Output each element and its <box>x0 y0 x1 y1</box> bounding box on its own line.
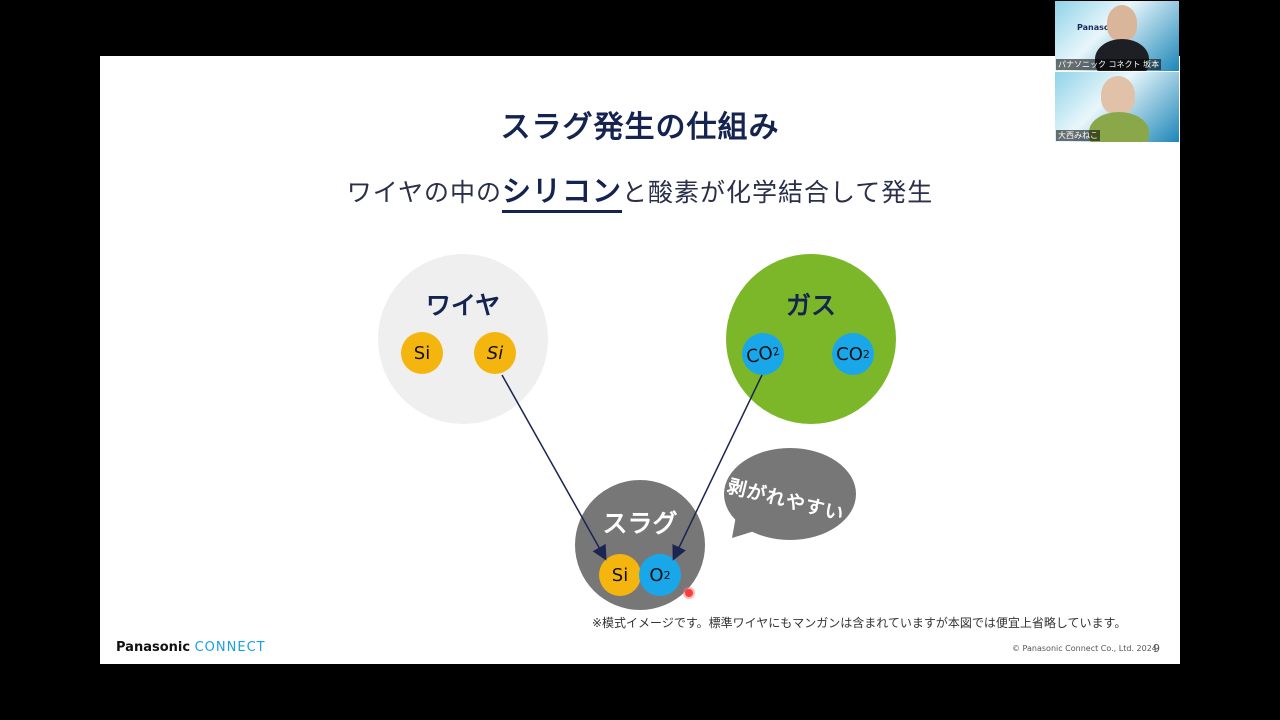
co2-label: CO <box>836 343 863 365</box>
oxygen-label: O <box>649 564 664 586</box>
wire-circle: ワイヤ Si Si <box>378 254 548 424</box>
laser-pointer <box>685 589 693 597</box>
silicon-atom-label: Si <box>413 342 431 364</box>
subtitle-pre: ワイヤの中の <box>346 178 502 207</box>
participant-name: パナソニック コネクト 坂本 <box>1056 59 1162 70</box>
participant-name: 大西みねこ <box>1056 130 1100 141</box>
slag-label: スラグ <box>602 509 678 538</box>
silicon-atom: Si <box>401 332 443 374</box>
presentation-slide: スラグ発生の仕組み ワイヤの中のシリコンと酸素が化学結合して発生 ワイヤ Si … <box>100 56 1180 664</box>
panasonic-connect-logo: Panasonic CONNECT <box>116 640 266 655</box>
participant-face <box>1101 76 1135 114</box>
logo-connect: CONNECT <box>194 640 266 655</box>
silicon-atom-moving: Si <box>474 332 516 374</box>
page-number: 9 <box>1153 642 1160 655</box>
oxygen-arrow <box>672 374 763 561</box>
logo-panasonic: Panasonic <box>116 640 191 655</box>
background-brand-icon: Panasonic <box>1077 23 1123 32</box>
reaction-arrows <box>501 374 763 561</box>
copyright: © Panasonic Connect Co., Ltd. 2024 <box>1012 644 1157 653</box>
silicon-atom-bonded: Si <box>599 554 641 596</box>
subtitle-emphasis: シリコン <box>501 174 622 213</box>
footnote: ※模式イメージです。標準ワイヤにもマンガンは含まれていますが本図では便宜上省略し… <box>592 616 1127 630</box>
participant-tile[interactable]: Panasonic パナソニック コネクト 坂本 <box>1055 1 1179 71</box>
wire-label: ワイヤ <box>425 291 501 320</box>
gas-label: ガス <box>785 291 836 320</box>
co2-subscript: 2 <box>862 347 870 361</box>
participant-tile[interactable]: 大西みねこ <box>1055 72 1179 142</box>
speech-bubble <box>724 448 856 540</box>
participant-face <box>1107 5 1137 41</box>
slide-title: スラグ発生の仕組み <box>500 110 780 145</box>
silicon-atom-label: Si <box>611 564 629 586</box>
slide-subtitle: ワイヤの中のシリコンと酸素が化学結合して発生 <box>100 168 1180 213</box>
silicon-arrow <box>501 374 607 561</box>
subtitle-post: と酸素が化学結合して発生 <box>622 178 934 207</box>
oxygen-subscript: 2 <box>663 568 671 582</box>
silicon-atom-label: Si <box>486 342 504 364</box>
